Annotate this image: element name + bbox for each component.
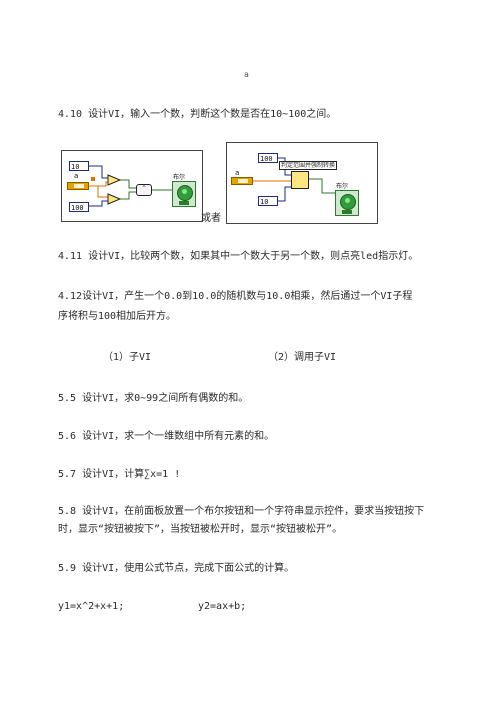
page-mark: a (244, 70, 249, 79)
or-text: 或者 (201, 213, 221, 224)
greater-comparator-icon (107, 174, 122, 186)
question-5-5: 5.5 设计VI，求0~99之间所有偶数的和。 (58, 393, 249, 404)
question-4-12-line1: 4.12设计VI，产生一个0.0到10.0的随机数与10.0相乘，然后通过一个V… (58, 291, 413, 302)
diagram-left: 10 a 100 ^ 布尔 (61, 150, 203, 222)
led-indicator-icon (172, 181, 196, 207)
question-5-9: 5.9 设计VI，使用公式节点，完成下面公式的计算。 (58, 563, 295, 574)
const-100: 100 (69, 202, 89, 212)
question-5-7: 5.7 设计VI，计算∑x=1 ! (58, 469, 181, 480)
in-range-coerce-icon (291, 171, 309, 189)
const-10: 10 (69, 161, 89, 171)
diagram-left-wires (89, 165, 172, 207)
formula-y2: y2=ax+b; (198, 601, 247, 612)
coerce-dot-icon (91, 177, 95, 181)
numeric-control-a[interactable] (67, 182, 89, 190)
question-4-11: 4.11 设计VI，比较两个数，如果其中一个数大于另一个数，则点亮led指示灯。 (58, 251, 419, 262)
diagram-right: 100 判定范围并强制转换 a 10 布尔 (226, 142, 378, 224)
formula-y1: y1=x^2+x+1; (58, 601, 125, 612)
numeric-control-a[interactable] (231, 177, 253, 185)
bool-label: 布尔 (336, 183, 349, 190)
question-5-8-line1: 5.8 设计VI，在前面板放置一个布尔按钮和一个字符串显示控件，要求当按钮按下 (58, 506, 425, 517)
less-comparator-icon (107, 193, 122, 205)
led-indicator-icon (335, 190, 359, 216)
and-gate-icon: ^ (136, 184, 152, 196)
sub-vi-label: （1）子VI (103, 352, 152, 363)
call-sub-vi-label: （2）调用子VI (268, 352, 337, 363)
question-5-8-line2: 时，显示“按钮被按下”，当按钮被松开时，显示“按钮被松开”。 (58, 524, 343, 535)
const-100: 100 (258, 153, 278, 163)
question-4-12-line2: 序将积与100相加后开方。 (58, 311, 177, 322)
input-label-a: a (74, 172, 79, 180)
question-5-6: 5.6 设计VI，求一个一维数组中所有元素的和。 (58, 431, 275, 442)
input-label-a: a (235, 169, 240, 177)
const-10: 10 (258, 196, 278, 206)
question-4-10: 4.10 设计VI，输入一个数，判断这个数是否在10~100之间。 (58, 109, 337, 120)
bool-label: 布尔 (173, 174, 186, 181)
in-range-coerce-label: 判定范围并强制转换 (279, 161, 337, 170)
